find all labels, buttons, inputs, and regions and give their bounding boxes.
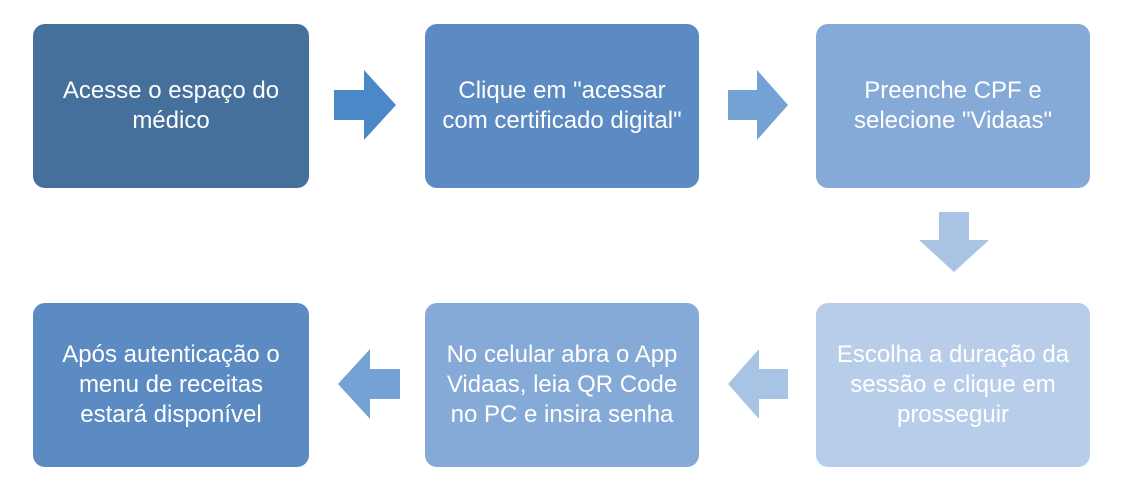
arrow-left-icon — [728, 349, 788, 419]
step-2-box: Clique em "acessar com certificado digit… — [425, 24, 699, 188]
arrow-right-icon — [728, 70, 788, 140]
step-4-box: Escolha a duração da sessão e clique em … — [816, 303, 1090, 467]
step-5-box: No celular abra o App Vidaas, leia QR Co… — [425, 303, 699, 467]
step-3-box: Preenche CPF e selecione "Vidaas" — [816, 24, 1090, 188]
step-3-text: Preenche CPF e selecione "Vidaas" — [853, 77, 1053, 134]
step-5-text: No celular abra o App Vidaas, leia QR Co… — [446, 341, 678, 428]
step-4-text: Escolha a duração da sessão e clique em … — [836, 341, 1070, 428]
step-2-text: Clique em "acessar com certificado digit… — [442, 77, 682, 134]
step-1-text: Acesse o espaço do médico — [62, 77, 280, 134]
step-6-text: Após autenticação o menu de receitas est… — [62, 341, 280, 428]
arrow-left-icon — [338, 349, 400, 419]
arrow-down-icon — [919, 212, 989, 272]
arrow-right-icon — [334, 70, 396, 140]
step-1-box: Acesse o espaço do médico — [33, 24, 309, 188]
step-6-box: Após autenticação o menu de receitas est… — [33, 303, 309, 467]
